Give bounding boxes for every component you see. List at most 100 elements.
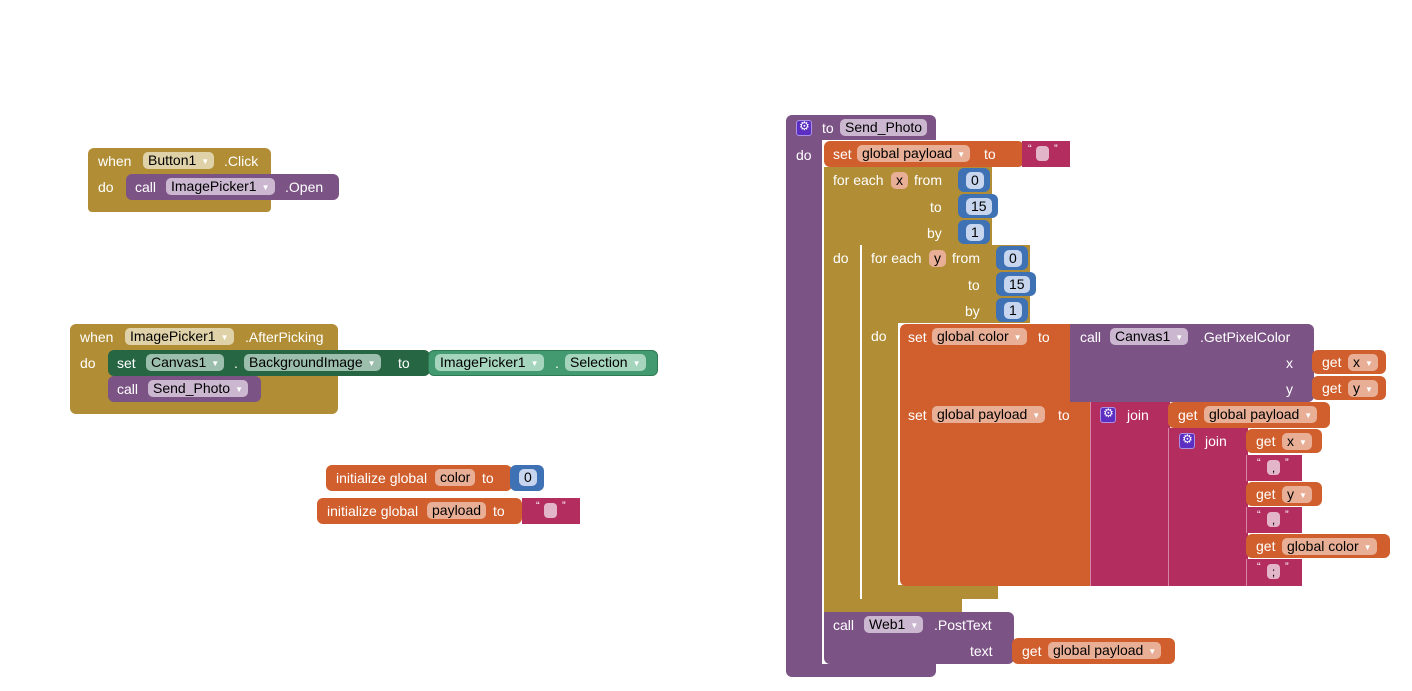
text-field[interactable] xyxy=(1036,146,1049,161)
component-dropdown[interactable]: ImagePicker1▼ xyxy=(125,328,234,345)
variable-dropdown[interactable]: global payload▼ xyxy=(857,145,971,162)
loop-variable-y[interactable]: y xyxy=(929,250,946,267)
get-global-color[interactable]: get global color▼ xyxy=(1246,534,1390,558)
init-global-color[interactable]: initialize global color to xyxy=(326,465,512,491)
text-string-comma-2[interactable]: “ , ” xyxy=(1246,507,1302,533)
call-label: call xyxy=(135,179,157,195)
when-label: when xyxy=(98,153,132,169)
get-label: get xyxy=(1256,538,1276,554)
join-label: join xyxy=(1127,407,1149,423)
set-label: set xyxy=(908,329,927,345)
variable-dropdown[interactable]: x▼ xyxy=(1348,354,1378,371)
number-field[interactable]: 15 xyxy=(966,198,992,215)
to-label: to xyxy=(398,355,410,371)
variable-dropdown[interactable]: global payload▼ xyxy=(1048,642,1162,659)
text-field[interactable]: ; xyxy=(1267,564,1280,579)
event-name: .AfterPicking xyxy=(245,329,324,345)
get-label: get xyxy=(1022,643,1042,659)
text-field[interactable] xyxy=(544,503,557,518)
number-field[interactable]: 1 xyxy=(966,224,984,241)
join-label: join xyxy=(1205,433,1227,449)
variable-dropdown[interactable]: x▼ xyxy=(1282,433,1312,450)
init-global-payload[interactable]: initialize global payload to xyxy=(317,498,522,524)
join-outer[interactable]: join xyxy=(1090,402,1170,586)
loop-variable-x[interactable]: x xyxy=(891,172,908,189)
get-global-payload[interactable]: get global payload▼ xyxy=(1012,638,1175,664)
do-label: do xyxy=(98,179,114,195)
set-global-payload[interactable]: set global payload▼ to xyxy=(900,402,1092,586)
get-x[interactable]: get x▼ xyxy=(1246,429,1322,453)
number-block-from[interactable]: 0 xyxy=(996,246,1028,270)
text-field[interactable]: , xyxy=(1267,512,1280,527)
set-global-color[interactable]: set global color▼ to xyxy=(900,324,1072,402)
variable-dropdown[interactable]: global payload▼ xyxy=(1204,406,1318,423)
number-block-by[interactable]: 1 xyxy=(996,298,1028,322)
event-name: .Click xyxy=(224,153,259,169)
number-block[interactable]: 0 xyxy=(510,465,544,491)
text-string-block[interactable]: “ ” xyxy=(1022,141,1070,167)
number-field[interactable]: 0 xyxy=(519,469,537,486)
set-global-payload-init[interactable]: set global payload▼ to xyxy=(824,141,1024,167)
event-block-bottom xyxy=(88,198,271,212)
variable-dropdown[interactable]: y▼ xyxy=(1348,380,1378,397)
procedure-dropdown[interactable]: Send_Photo▼ xyxy=(148,380,248,397)
mutator-gear-icon[interactable] xyxy=(1179,432,1195,449)
number-block-to[interactable]: 15 xyxy=(996,272,1036,296)
mutator-gear-icon[interactable] xyxy=(1100,406,1116,423)
set-label: set xyxy=(908,407,927,423)
do-label: do xyxy=(871,328,887,344)
join-inner[interactable]: join xyxy=(1168,428,1248,586)
to-label: to xyxy=(482,470,494,486)
mutator-gear-icon[interactable] xyxy=(796,119,812,136)
component-dropdown[interactable]: ImagePicker1▼ xyxy=(435,354,544,371)
to-label: to xyxy=(984,146,996,162)
component-dropdown[interactable]: Canvas1▼ xyxy=(1110,328,1189,345)
get-y[interactable]: get y▼ xyxy=(1312,376,1386,400)
number-block-from[interactable]: 0 xyxy=(958,168,990,192)
number-block-by[interactable]: 1 xyxy=(958,220,990,244)
call-imagepicker-open[interactable]: call ImagePicker1▼ .Open xyxy=(126,174,339,200)
text-string-semicolon[interactable]: “ ; ” xyxy=(1246,559,1302,586)
dot-label: . xyxy=(555,355,559,371)
get-label: get xyxy=(1178,407,1198,423)
call-label: call xyxy=(833,617,855,633)
call-canvas-getpixelcolor[interactable]: call Canvas1▼ .GetPixelColor x y xyxy=(1070,324,1314,402)
method-name: .GetPixelColor xyxy=(1200,329,1291,345)
property-dropdown[interactable]: BackgroundImage▼ xyxy=(244,354,381,371)
get-imagepicker-selection[interactable]: ImagePicker1▼ . Selection▼ xyxy=(428,350,658,376)
variable-dropdown[interactable]: y▼ xyxy=(1282,486,1312,503)
inner-loop-bottom xyxy=(862,585,998,599)
procedure-name-field[interactable]: Send_Photo xyxy=(840,119,928,136)
set-label: set xyxy=(117,355,136,371)
get-x[interactable]: get x▼ xyxy=(1312,350,1386,374)
variable-name-field[interactable]: color xyxy=(435,469,476,486)
initialize-label: initialize global xyxy=(327,503,419,519)
to-label: to xyxy=(822,120,834,136)
variable-dropdown[interactable]: global color▼ xyxy=(932,328,1027,345)
get-y[interactable]: get y▼ xyxy=(1246,482,1322,506)
number-block-to[interactable]: 15 xyxy=(958,194,998,218)
text-string-block[interactable]: “ ” xyxy=(522,498,580,524)
variable-dropdown[interactable]: global color▼ xyxy=(1282,538,1377,555)
text-string-comma-1[interactable]: “ , ” xyxy=(1246,455,1302,481)
component-dropdown[interactable]: ImagePicker1▼ xyxy=(166,178,275,195)
call-web1-posttext[interactable]: call Web1▼ .PostText text xyxy=(824,612,1014,664)
initialize-label: initialize global xyxy=(336,470,428,486)
number-field[interactable]: 15 xyxy=(1004,276,1030,293)
number-field[interactable]: 0 xyxy=(966,172,984,189)
property-dropdown[interactable]: Selection▼ xyxy=(565,354,646,371)
number-field[interactable]: 0 xyxy=(1004,250,1022,267)
component-dropdown[interactable]: Web1▼ xyxy=(864,616,924,633)
text-field[interactable]: , xyxy=(1267,460,1280,475)
from-label: from xyxy=(914,172,942,188)
component-dropdown[interactable]: Button1▼ xyxy=(143,152,215,169)
set-canvas-backgroundimage[interactable]: set Canvas1▼ . BackgroundImage▼ to xyxy=(108,350,430,376)
component-dropdown[interactable]: Canvas1▼ xyxy=(146,354,225,371)
call-send-photo[interactable]: call Send_Photo▼ xyxy=(108,376,261,402)
variable-name-field[interactable]: payload xyxy=(427,502,487,519)
number-field[interactable]: 1 xyxy=(1004,302,1022,319)
variable-dropdown[interactable]: global payload▼ xyxy=(932,406,1046,423)
do-label: do xyxy=(833,250,849,266)
get-global-payload[interactable]: get global payload▼ xyxy=(1168,402,1330,428)
do-label: do xyxy=(80,355,96,371)
